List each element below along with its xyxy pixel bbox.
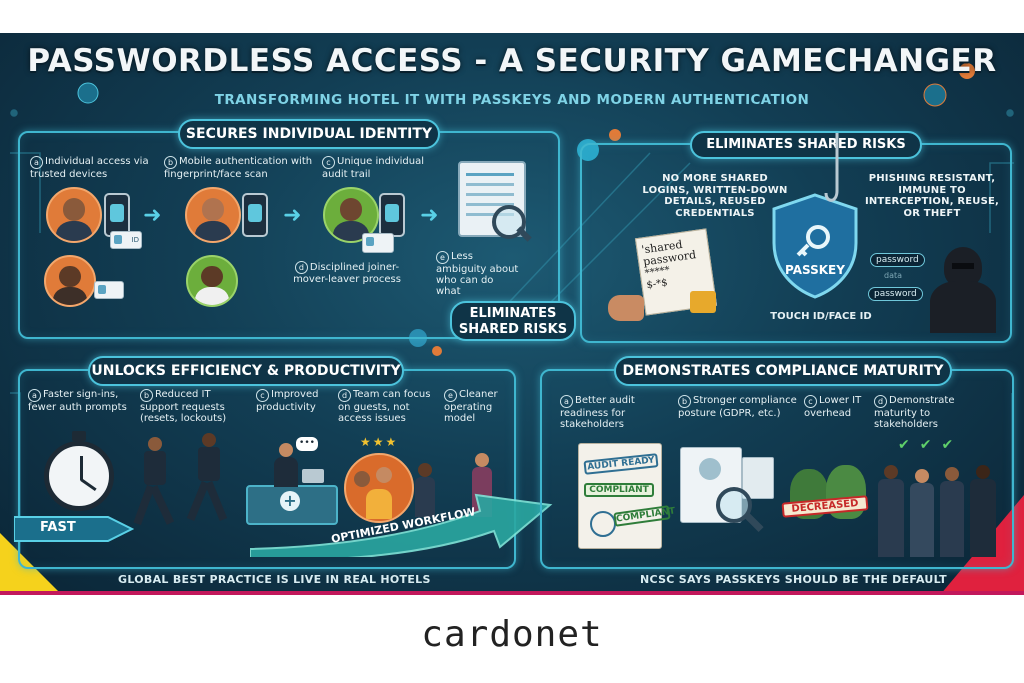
magnifier-icon <box>716 487 752 523</box>
phone-icon <box>379 193 405 237</box>
stopwatch-icon <box>44 441 114 511</box>
running-staff-figure <box>133 437 175 529</box>
receptionist-figure <box>272 443 300 487</box>
star-icons: ★★★ <box>360 435 399 449</box>
seal-badge-icon <box>590 511 616 537</box>
page-title: PASSWORDLESS ACCESS - A SECURITY GAMECHA… <box>27 43 997 79</box>
stopwatch-button <box>72 431 86 441</box>
phone-icon <box>104 193 130 237</box>
phishing-hook-icon <box>824 133 839 202</box>
fast-label: FAST <box>40 520 76 535</box>
data-tag: data <box>884 271 903 280</box>
password-tag: password <box>868 287 923 301</box>
optimized-workflow-arrow <box>250 493 553 557</box>
infographic-poster: PASSWORDLESS ACCESS - A SECURITY GAMECHA… <box>0 33 1024 595</box>
hacker-figure <box>930 247 996 333</box>
shared-risks-center-label: ELIMINATES SHARED RISKS <box>450 301 576 341</box>
compliant-stamp: COMPLIANT <box>584 483 654 497</box>
shared-risks-right-text: PHISHING RESISTANT, IMMUNE TO INTERCEPTI… <box>864 173 1000 219</box>
laptop-icon <box>302 469 324 483</box>
id-card-icon: ID <box>110 231 142 249</box>
staff-avatar <box>46 187 102 243</box>
shared-risks-heading: ELIMINATES SHARED RISKS <box>690 131 922 159</box>
shared-risks-left-text: NO MORE SHARED LOGINS, WRITTEN-DOWN DETA… <box>642 173 788 219</box>
footer-left-text: GLOBAL BEST PRACTICE IS LIVE IN REAL HOT… <box>118 573 431 586</box>
guests-group-circle <box>344 453 414 523</box>
staff-avatar <box>186 255 238 307</box>
chat-bubble-icon: ••• <box>296 437 318 451</box>
fast-arrow <box>14 516 134 542</box>
touch-id-label: TOUCH ID/FACE ID <box>770 311 872 322</box>
compliance-heading: DEMONSTRATES COMPLIANCE MATURITY <box>614 356 952 386</box>
staff-avatar <box>185 187 241 243</box>
staff-avatar <box>44 255 96 307</box>
stakeholders-group: ✔✔✔ <box>876 437 1000 557</box>
arrow-right-icon: ➜ <box>283 203 302 228</box>
id-card-icon <box>362 233 394 253</box>
audit-log-screen-icon <box>458 161 526 237</box>
magnifier-icon <box>492 205 526 239</box>
page-subtitle: TRANSFORMING HOTEL IT WITH PASSKEYS AND … <box>214 92 810 108</box>
brand-logo: cardonet <box>421 614 603 655</box>
footer-right-text: NCSC SAYS PASSKEYS SHOULD BE THE DEFAULT <box>640 573 947 586</box>
id-card-icon <box>94 281 124 299</box>
hand-icon <box>608 295 644 321</box>
medical-cross-icon: + <box>280 491 300 511</box>
corner-yellow <box>0 533 62 595</box>
password-tag: password <box>870 253 925 267</box>
padlock-icon <box>690 291 716 313</box>
efficiency-heading: UNLOCKS EFFICIENCY & PRODUCTIVITY <box>88 356 404 386</box>
passkey-shield-icon <box>772 193 858 299</box>
fingerprint-phone-icon <box>242 193 268 237</box>
passkey-label: PASSKEY <box>785 263 845 277</box>
guest-figure <box>414 463 436 519</box>
arrow-right-icon: ➜ <box>420 203 439 228</box>
running-staff-figure <box>186 433 228 525</box>
arrow-right-icon: ➜ <box>143 203 162 228</box>
identity-heading: SECURES INDIVIDUAL IDENTITY <box>178 119 440 149</box>
